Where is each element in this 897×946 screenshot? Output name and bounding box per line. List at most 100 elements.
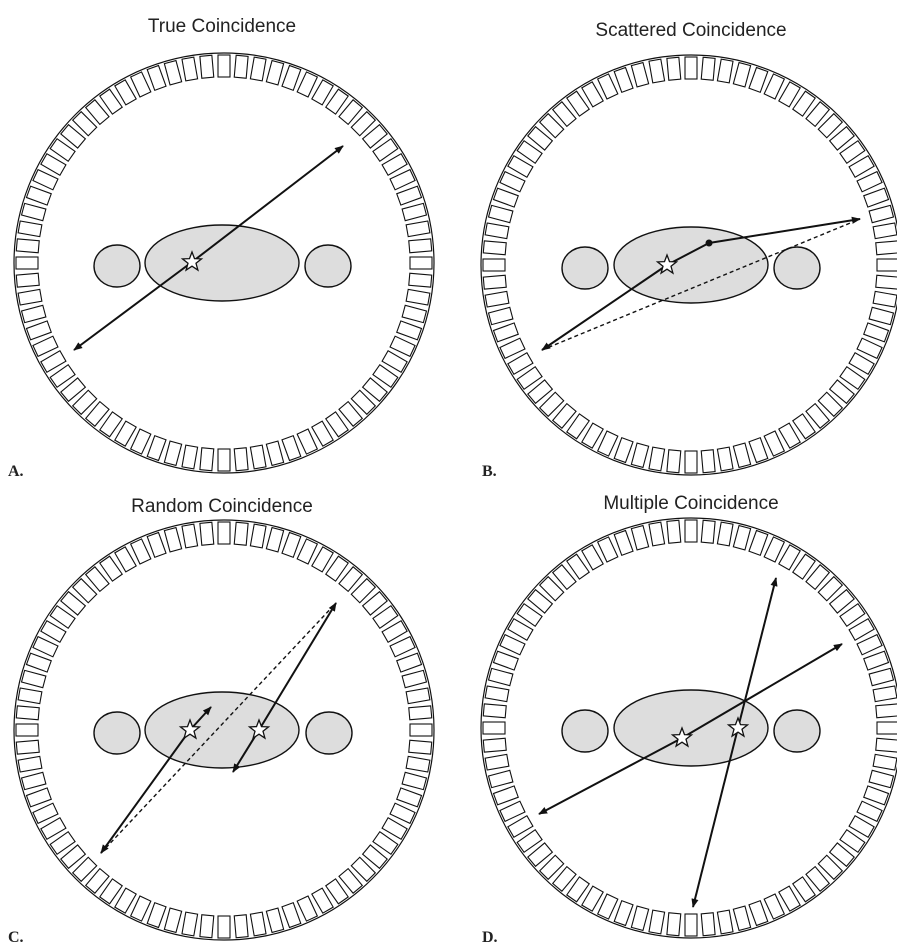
- detector-element: [875, 274, 897, 290]
- detector-element: [84, 99, 110, 126]
- detector-element: [516, 366, 543, 390]
- body-ellipse: [144, 691, 300, 769]
- detector-element: [17, 220, 43, 238]
- star-shape: [178, 718, 202, 740]
- detector-element: [868, 769, 895, 789]
- detector-element: [792, 90, 816, 117]
- detector-element: [716, 446, 734, 472]
- detector-element: [325, 878, 349, 905]
- detector-element: [409, 256, 433, 270]
- detector-element: [49, 605, 76, 629]
- detector-element: [311, 420, 334, 447]
- detector-element: [863, 322, 890, 343]
- phantom: [561, 689, 821, 767]
- detector-element: [163, 59, 183, 86]
- panel-label: C.: [8, 929, 24, 946]
- detector-element: [15, 705, 40, 721]
- detector-element: [596, 430, 619, 457]
- detector-element: [296, 428, 319, 455]
- gamma-ray: [191, 145, 344, 263]
- detector-element: [40, 620, 67, 643]
- panel-label: D.: [482, 929, 498, 946]
- detector-element: [338, 99, 364, 126]
- detector-element: [281, 531, 302, 558]
- detector-element: [40, 817, 67, 840]
- detector-element: [872, 685, 897, 703]
- detector-element: [114, 420, 137, 447]
- detector-element: [648, 521, 666, 547]
- detector-element: [876, 721, 897, 735]
- annihilation-star-icon: [247, 718, 271, 740]
- detector-element: [748, 437, 769, 464]
- panel-title: Random Coincidence: [131, 496, 313, 517]
- detector-element: [872, 753, 897, 771]
- detector-element: [401, 669, 428, 689]
- phantom: [93, 224, 352, 302]
- left-arm-ellipse: [93, 711, 141, 755]
- annihilation-star-icon: [655, 253, 679, 275]
- panel-multiple-coincidence: Multiple Coincidence D.: [480, 493, 897, 946]
- ring-outer-edge: [480, 54, 897, 476]
- detector-element: [71, 577, 98, 604]
- detector-element: [17, 687, 43, 705]
- detector-element: [684, 450, 698, 474]
- right-arm-ellipse: [305, 711, 353, 755]
- detector-element: [181, 523, 199, 549]
- detector-element: [401, 304, 428, 324]
- detector-element: [40, 350, 67, 373]
- detector-ring: [13, 519, 435, 941]
- detector-element: [163, 907, 183, 934]
- detector-element: [396, 787, 423, 808]
- star-shape: [180, 250, 204, 272]
- detector-element: [60, 377, 87, 403]
- detector-element: [372, 364, 399, 388]
- detector-element: [778, 422, 801, 449]
- detector-element: [49, 364, 76, 388]
- detector-element: [372, 138, 399, 162]
- detector-element: [778, 81, 801, 108]
- detector-element: [538, 112, 565, 139]
- detector-element: [516, 603, 543, 627]
- detector-element: [805, 564, 831, 591]
- star-shape: [670, 726, 694, 748]
- detector-element: [99, 411, 123, 438]
- detector-element: [338, 566, 364, 593]
- detector-element: [487, 667, 514, 687]
- detector-element: [372, 831, 399, 855]
- detector-element: [596, 73, 619, 100]
- detector-element: [716, 521, 734, 547]
- detector-element: [566, 90, 590, 117]
- detector-element: [163, 440, 183, 467]
- ring-outer-edge: [13, 52, 435, 474]
- scattered-gamma-ray: [708, 216, 861, 244]
- detector-element: [20, 771, 47, 791]
- detector-element: [20, 202, 47, 222]
- detector-element: [700, 519, 716, 544]
- detector-element: [817, 391, 844, 418]
- detector-element: [409, 723, 433, 737]
- detector-element: [217, 54, 231, 78]
- detector-element: [839, 366, 866, 390]
- detector-element: [25, 787, 52, 808]
- detector-element: [763, 430, 786, 457]
- detector-element: [389, 635, 416, 658]
- gamma-ray: [538, 737, 683, 815]
- detector-element: [361, 123, 388, 149]
- detector-element: [381, 350, 408, 373]
- detector-element: [507, 815, 534, 838]
- detector-element: [372, 605, 399, 629]
- detector-element: [408, 705, 433, 721]
- detector-element: [217, 448, 231, 472]
- detector-element: [648, 58, 666, 84]
- detector-element: [507, 155, 534, 178]
- detector-element: [630, 61, 650, 88]
- detector-element: [60, 844, 87, 870]
- panel-label: B.: [482, 463, 497, 480]
- detector-element: [401, 202, 428, 222]
- body-ellipse: [613, 226, 769, 304]
- detector-element: [763, 893, 786, 920]
- detector-element: [249, 444, 267, 470]
- detector-element: [666, 56, 682, 81]
- detector-element: [381, 620, 408, 643]
